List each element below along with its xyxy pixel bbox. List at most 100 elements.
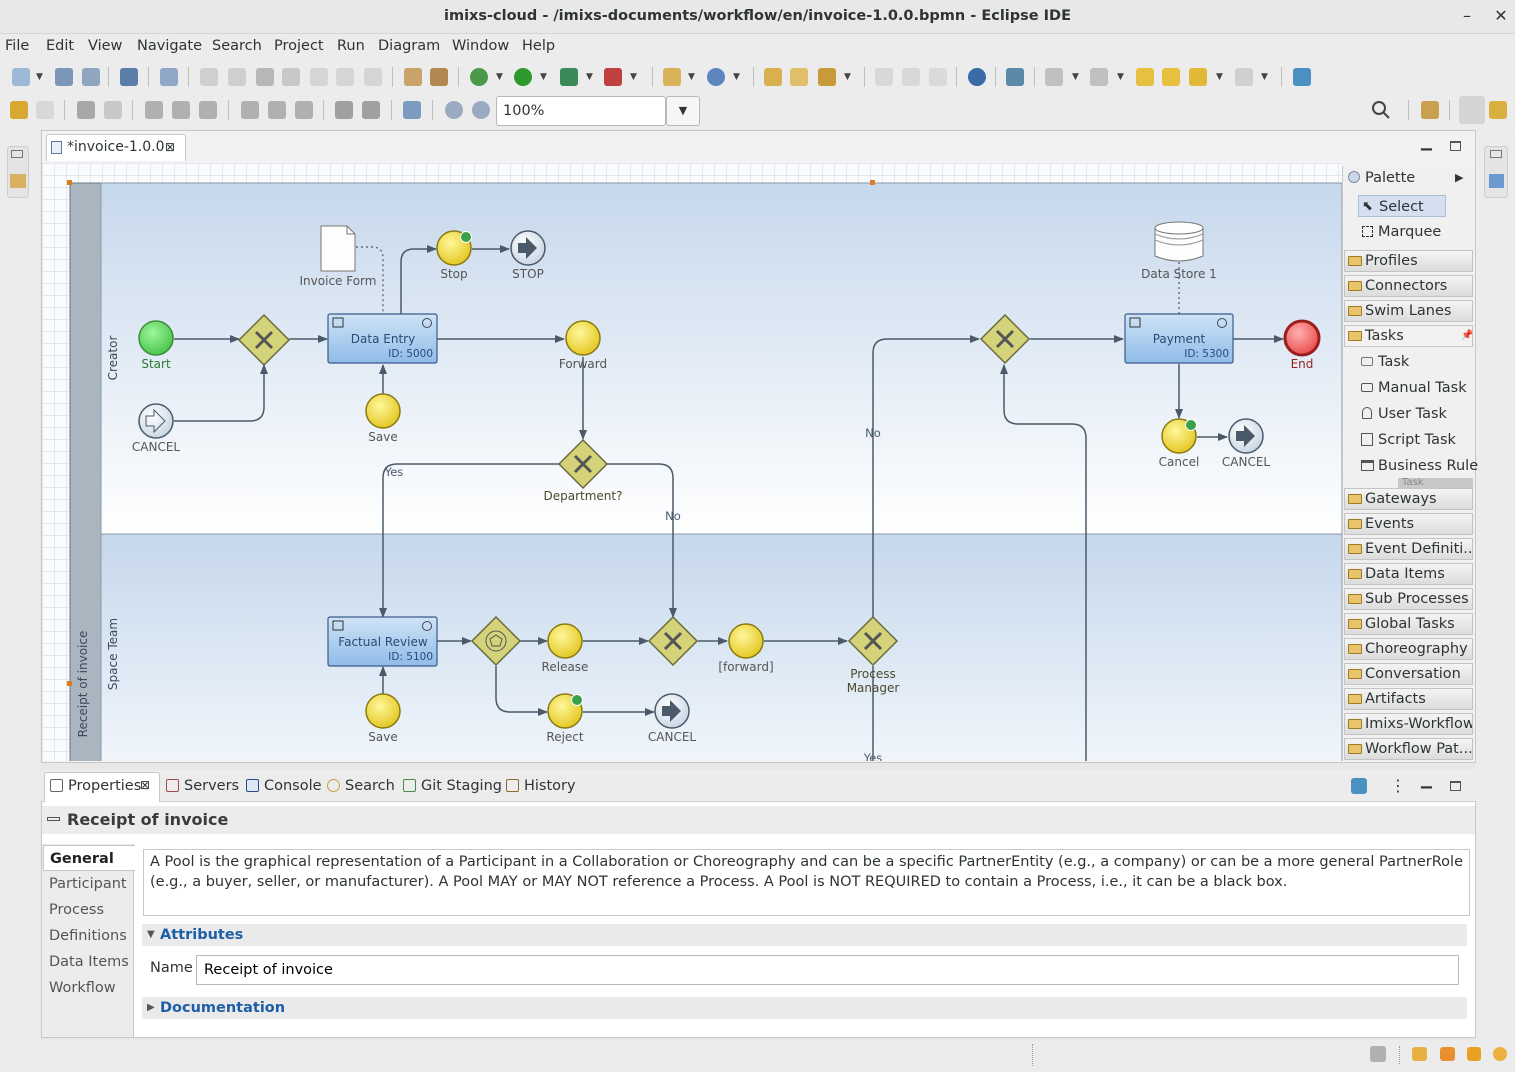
- side-tab-participant[interactable]: Participant: [49, 876, 127, 892]
- palette-drawer-tasks[interactable]: Tasks📌: [1344, 325, 1473, 347]
- event-reject[interactable]: Reject: [546, 693, 584, 744]
- event-forward[interactable]: [forward]: [718, 623, 774, 674]
- maximize-editor-icon[interactable]: [1450, 141, 1461, 151]
- skip-breakpoints-icon[interactable]: [160, 68, 178, 86]
- align-right-icon[interactable]: [199, 101, 217, 119]
- debug-icon[interactable]: [470, 68, 488, 86]
- task-data-entry[interactable]: Data Entry ID: 5000: [327, 313, 438, 364]
- search-dropdown-icon[interactable]: ▼: [844, 72, 851, 82]
- align-left-icon[interactable]: [145, 101, 163, 119]
- new-project-dropdown-icon[interactable]: ▼: [688, 72, 695, 82]
- align-middle-icon[interactable]: [268, 101, 286, 119]
- right-trim-stack[interactable]: [1484, 146, 1508, 198]
- progress-icon[interactable]: [1370, 1046, 1386, 1062]
- palette-drawer-connectors[interactable]: Connectors: [1344, 275, 1473, 297]
- show-whitespace-icon[interactable]: [929, 68, 947, 86]
- selection-handle[interactable]: [67, 681, 72, 686]
- event-release[interactable]: Release: [542, 623, 589, 674]
- save-all-icon[interactable]: [82, 68, 100, 86]
- open-perspective-icon[interactable]: [1421, 101, 1439, 119]
- step-into-icon[interactable]: [310, 68, 328, 86]
- menu-run[interactable]: Run: [337, 38, 365, 54]
- zoom-out-icon[interactable]: [445, 101, 463, 119]
- side-tab-workflow[interactable]: Workflow: [49, 980, 116, 996]
- run-icon[interactable]: [514, 68, 532, 86]
- align-top-icon[interactable]: [241, 101, 259, 119]
- gateway-department[interactable]: Department?: [544, 438, 623, 503]
- event-forward[interactable]: Forward: [559, 320, 607, 371]
- match-height-icon[interactable]: [335, 101, 353, 119]
- terminate-icon[interactable]: [256, 68, 274, 86]
- palette-drawer-choreography[interactable]: Choreography: [1344, 638, 1473, 660]
- side-tab-process[interactable]: Process: [49, 902, 105, 918]
- event-save[interactable]: Save: [365, 393, 401, 444]
- book-icon[interactable]: [1412, 1047, 1427, 1061]
- tab-console[interactable]: Console: [246, 777, 322, 795]
- coverage-icon[interactable]: [560, 68, 578, 86]
- terminal-icon[interactable]: [120, 68, 138, 86]
- forward-dropdown-icon[interactable]: ▼: [1261, 72, 1268, 82]
- project-explorer-icon[interactable]: [10, 174, 26, 188]
- link-event-cancel[interactable]: CANCEL: [132, 403, 181, 454]
- match-width-icon[interactable]: [362, 101, 380, 119]
- close-view-icon[interactable]: ⊠: [140, 778, 151, 792]
- toggle-mark-icon[interactable]: [875, 68, 893, 86]
- back-icon[interactable]: [1189, 68, 1207, 86]
- palette-drawer-gateways[interactable]: Gateways: [1344, 488, 1473, 510]
- data-object-invoice-form[interactable]: Invoice Form: [300, 225, 377, 288]
- debug-dropdown-icon[interactable]: ▼: [496, 72, 503, 82]
- step-return-icon[interactable]: [364, 68, 382, 86]
- menu-edit[interactable]: Edit: [46, 38, 75, 54]
- diagram-canvas[interactable]: Receipt of invoice Creator Space Team: [42, 163, 1342, 761]
- new-project-icon[interactable]: [663, 68, 681, 86]
- menu-navigate[interactable]: Navigate: [137, 38, 203, 54]
- view-menu-icon[interactable]: ⋮: [1390, 776, 1406, 795]
- minimize-view-icon[interactable]: ▁: [1421, 773, 1432, 789]
- save-icon[interactable]: [55, 68, 73, 86]
- pin-icon[interactable]: 📌: [1461, 330, 1473, 341]
- data-store[interactable]: Data Store 1: [1141, 221, 1217, 281]
- palette-drawer-profiles[interactable]: Profiles: [1344, 250, 1473, 272]
- restore-icon[interactable]: [11, 150, 23, 158]
- tab-search[interactable]: Search: [327, 777, 395, 795]
- redo-icon[interactable]: [36, 101, 54, 119]
- globe-icon[interactable]: [968, 68, 986, 86]
- event-based-gateway[interactable]: [470, 615, 522, 667]
- toggle-block-icon[interactable]: [902, 68, 920, 86]
- new-icon[interactable]: [12, 68, 30, 86]
- palette-drawer-workflow-patterns[interactable]: Workflow Pat...: [1344, 738, 1473, 760]
- side-tab-definitions[interactable]: Definitions: [49, 928, 127, 944]
- pin-editor-icon[interactable]: [1293, 68, 1311, 86]
- menu-help[interactable]: Help: [522, 38, 556, 54]
- editor-tab[interactable]: *invoice-1.0.0 ⊠: [46, 134, 186, 161]
- task-payment[interactable]: Payment ID: 5300: [1124, 313, 1234, 364]
- prev-annotation-dropdown-icon[interactable]: ▼: [1117, 72, 1124, 82]
- external-tools-icon[interactable]: [430, 68, 448, 86]
- end-event[interactable]: End: [1283, 319, 1321, 371]
- undo-icon[interactable]: [10, 101, 28, 119]
- close-button[interactable]: ✕: [1494, 6, 1508, 25]
- side-tab-data-items[interactable]: Data Items: [49, 954, 129, 970]
- link-icon[interactable]: [1006, 68, 1024, 86]
- outline-icon[interactable]: [1489, 174, 1504, 188]
- menu-file[interactable]: File: [5, 38, 30, 54]
- tab-history[interactable]: History: [506, 777, 576, 795]
- disconnect-icon[interactable]: [282, 68, 300, 86]
- selection-handle[interactable]: [67, 180, 72, 185]
- palette-drawer-events[interactable]: Events: [1344, 513, 1473, 535]
- run-dropdown-icon[interactable]: ▼: [540, 72, 547, 82]
- palette-item-user-task[interactable]: User Task: [1358, 403, 1447, 425]
- align-bottom-icon[interactable]: [295, 101, 313, 119]
- palette-drawer-artifacts[interactable]: Artifacts: [1344, 688, 1473, 710]
- forward-edit-icon[interactable]: [1162, 68, 1180, 86]
- open-resource-icon[interactable]: [790, 68, 808, 86]
- align-center-icon[interactable]: [172, 101, 190, 119]
- last-edit-icon[interactable]: [1136, 68, 1154, 86]
- resume-icon[interactable]: [200, 68, 218, 86]
- tab-servers[interactable]: Servers: [166, 777, 239, 795]
- menu-view[interactable]: View: [88, 38, 123, 54]
- exclusive-gateway[interactable]: [647, 615, 699, 667]
- new-dropdown-icon[interactable]: ▼: [36, 72, 43, 82]
- palette-item-business-rule[interactable]: Business Rule: [1358, 455, 1478, 477]
